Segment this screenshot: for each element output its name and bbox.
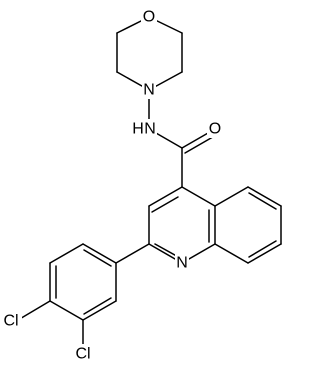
atom-label-carbonyl-o: O bbox=[209, 121, 221, 138]
atom-label-morpholine-n: N bbox=[143, 82, 155, 99]
atom-label-quinoline-n: N bbox=[176, 255, 188, 272]
atom-label-morpholine-o: O bbox=[143, 9, 155, 26]
bond bbox=[247, 186, 282, 207]
atom-label-layer: O N H N O N Cl Cl bbox=[0, 7, 223, 363]
bond bbox=[115, 243, 150, 264]
bond bbox=[214, 243, 249, 264]
bond bbox=[248, 192, 277, 210]
atom-label-cl-lower: Cl bbox=[75, 346, 90, 363]
bond bbox=[214, 186, 249, 207]
bond bbox=[247, 243, 282, 264]
bond bbox=[83, 249, 112, 267]
bond bbox=[148, 186, 183, 207]
bond bbox=[82, 300, 117, 321]
bond bbox=[83, 297, 112, 315]
bond bbox=[49, 300, 84, 321]
bond bbox=[49, 243, 84, 264]
bond-layer bbox=[17, 16, 282, 345]
atom-label-amide-h: H bbox=[132, 121, 144, 138]
bond bbox=[82, 243, 117, 264]
bond bbox=[151, 196, 179, 213]
atom-label-amide-n: N bbox=[144, 121, 156, 138]
bond bbox=[17, 300, 51, 321]
molecule-structure: O N H N O N Cl Cl bbox=[0, 7, 282, 363]
bond bbox=[248, 240, 277, 258]
atom-label-cl-upper: Cl bbox=[3, 313, 18, 330]
bond bbox=[181, 186, 216, 207]
